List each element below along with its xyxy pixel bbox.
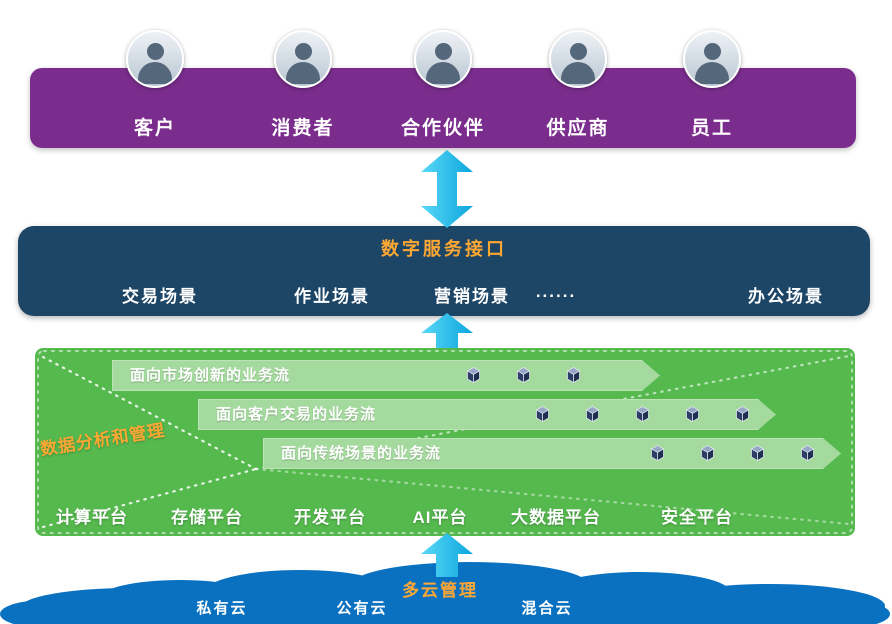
stakeholder-employee: 员工 (642, 30, 782, 140)
flow-label: 面向市场创新的业务流 (130, 367, 291, 384)
stakeholder-label: 员工 (690, 118, 733, 139)
consumer-photo-icon (274, 30, 332, 88)
cloud-shape (0, 562, 890, 624)
cube-icon (633, 405, 652, 424)
flow-label: 面向客户交易的业务流 (216, 406, 377, 423)
cube-icon (514, 366, 533, 385)
service-interface-box: 数字服务接口 交易场景 作业场景 营销场景 ...... 办公场景 (18, 226, 870, 316)
platform-compute: 计算平台 (56, 508, 128, 527)
platform-ai: AI平台 (412, 508, 468, 527)
stakeholder-label: 合作伙伴 (400, 118, 485, 139)
scene-ellipsis: ...... (535, 282, 577, 301)
cube-row (533, 405, 752, 424)
partner-photo-icon (414, 30, 472, 88)
cube-icon (683, 405, 702, 424)
cube-icon (748, 444, 767, 463)
stakeholder-consumer: 消费者 (233, 30, 373, 140)
cloud-private: 私有云 (196, 600, 248, 617)
cube-icon (648, 444, 667, 463)
flow-label: 面向传统场景的业务流 (281, 445, 442, 462)
up-arrow-icon (421, 313, 473, 351)
double-arrow-icon (421, 150, 473, 228)
cube-row (464, 366, 583, 385)
stakeholder-supplier: 供应商 (508, 30, 648, 140)
employee-photo-icon (683, 30, 741, 88)
flow-traditional-scene: 面向传统场景的业务流 (263, 438, 841, 469)
customer-photo-icon (126, 30, 184, 88)
platform-dev: 开发平台 (294, 508, 366, 527)
scene-operation: 作业场景 (294, 287, 370, 306)
cube-icon (533, 405, 552, 424)
stakeholder-label: 供应商 (546, 118, 610, 139)
service-interface-title: 数字服务接口 (381, 239, 507, 259)
platform-bigdata: 大数据平台 (511, 508, 601, 527)
stakeholder-label: 客户 (133, 118, 176, 139)
platform-storage: 存储平台 (171, 508, 243, 527)
cloud-hybrid: 混合云 (521, 600, 573, 617)
multicloud-title: 多云管理 (402, 581, 478, 600)
stakeholder-label: 消费者 (271, 118, 335, 139)
cloud-public: 公有云 (336, 600, 388, 617)
stakeholder-customer: 客户 (85, 30, 225, 140)
up-arrow-icon (421, 533, 473, 577)
flow-market-innovation: 面向市场创新的业务流 (112, 360, 660, 391)
cube-icon (564, 366, 583, 385)
cube-icon (733, 405, 752, 424)
cube-icon (798, 444, 817, 463)
supplier-photo-icon (549, 30, 607, 88)
scene-trade: 交易场景 (122, 287, 198, 306)
scene-office: 办公场景 (748, 287, 824, 306)
cube-icon (698, 444, 717, 463)
cube-icon (583, 405, 602, 424)
stakeholder-partner: 合作伙伴 (373, 30, 513, 140)
scene-marketing: 营销场景 (434, 287, 510, 306)
cube-row (648, 444, 817, 463)
platform-security: 安全平台 (661, 508, 733, 527)
data-platform-area: 数据分析和管理 面向市场创新的业务流 面向客户交易的业务流 (35, 348, 855, 536)
cube-icon (464, 366, 483, 385)
flow-customer-trade: 面向客户交易的业务流 (198, 399, 776, 430)
